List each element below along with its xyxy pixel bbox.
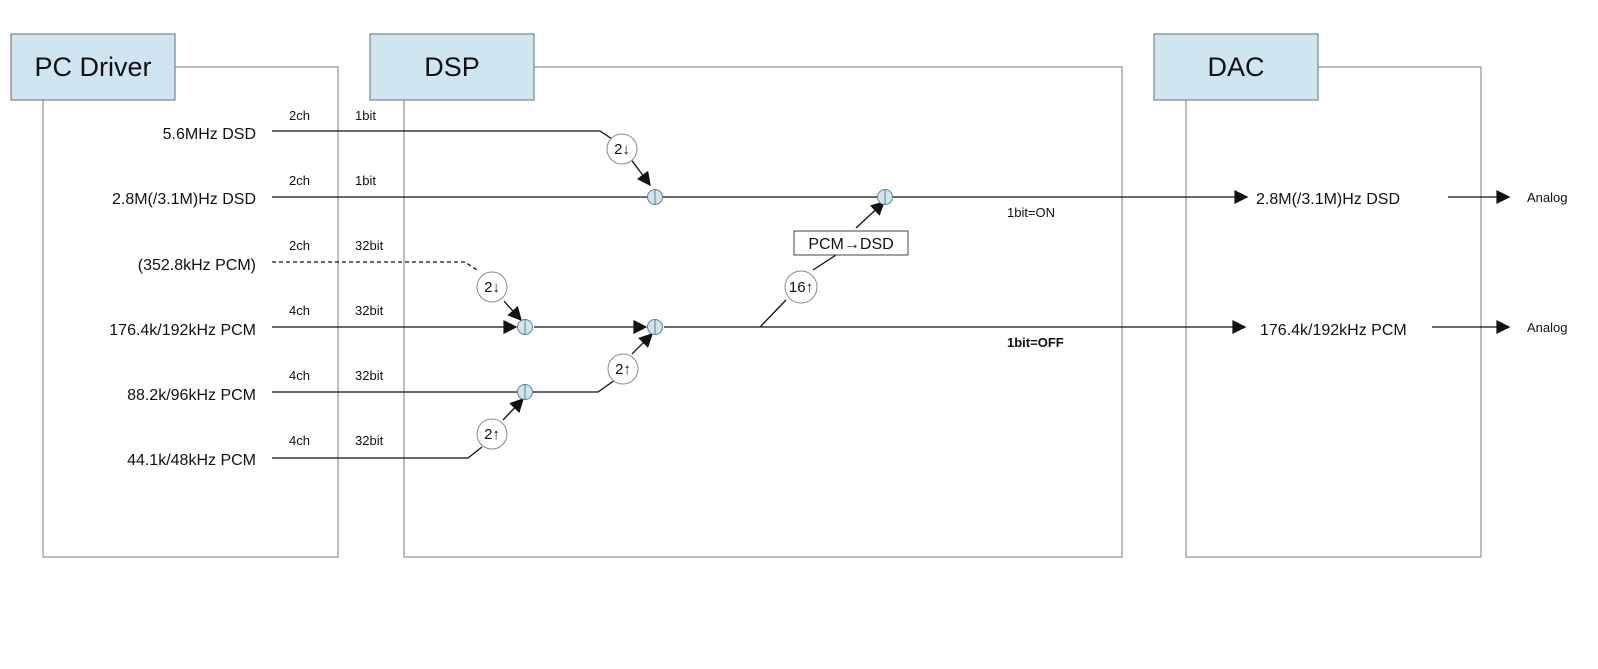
wire-352-8khz-pcm <box>272 261 478 271</box>
bitdepth-label: 32bit <box>355 303 384 318</box>
input-label-2-8mhz-dsd: 2.8M(/3.1M)Hz DSD <box>112 191 256 208</box>
mode-label-1bit-on: 1bit=ON <box>1007 205 1055 220</box>
input-label-352-8khz-pcm: (352.8kHz PCM) <box>138 257 256 274</box>
channels-label: 2ch <box>289 238 310 253</box>
junction-pcm-2 <box>647 319 663 335</box>
bitdepth-label: 1bit <box>355 108 376 123</box>
svg-text:PCM→DSD: PCM→DSD <box>808 236 893 253</box>
downsample-2x-pcm: 2↓ <box>476 271 508 303</box>
channels-label: 4ch <box>289 303 310 318</box>
dac-input-label-dsd: 2.8M(/3.1M)Hz DSD <box>1256 191 1400 208</box>
wire-5-6mhz-dsd <box>272 130 613 140</box>
downsample-2x-dsd: 2↓ <box>606 133 638 165</box>
pc-driver-title: PC Driver <box>34 52 151 82</box>
bitdepth-label: 32bit <box>355 368 384 383</box>
dac-title: DAC <box>1207 52 1264 82</box>
svg-text:2↑: 2↑ <box>484 426 500 443</box>
input-label-88-2khz-pcm: 88.2k/96kHz PCM <box>127 387 256 404</box>
upsample-2x-88k: 2↑ <box>607 353 639 385</box>
bitdepth-label: 1bit <box>355 173 376 188</box>
analog-output-label-dsd: Analog <box>1527 190 1567 205</box>
junction-dsd-1 <box>647 189 663 205</box>
dac-input-label-pcm: 176.4k/192kHz PCM <box>1260 322 1407 339</box>
dsp-block <box>403 66 1123 558</box>
arrow-converter-to-dsd-junction <box>855 201 886 229</box>
wire-88-2khz-pcm <box>272 379 616 393</box>
input-label-44-1khz-pcm: 44.1k/48kHz PCM <box>127 452 256 469</box>
channels-label: 4ch <box>289 433 310 448</box>
bitdepth-label: 32bit <box>355 433 384 448</box>
analog-output-label-pcm: Analog <box>1527 320 1567 335</box>
input-label-5-6mhz-dsd: 5.6MHz DSD <box>163 126 256 143</box>
channels-label: 2ch <box>289 173 310 188</box>
pc-driver-block <box>42 66 339 558</box>
channels-label: 4ch <box>289 368 310 383</box>
mode-label-1bit-off: 1bit=OFF <box>1007 335 1064 350</box>
svg-text:16↑: 16↑ <box>789 279 813 296</box>
bitdepth-label: 32bit <box>355 238 384 253</box>
junction-pcm-3 <box>517 384 533 400</box>
junction-dsd-2 <box>877 189 893 205</box>
arrow-up-44-to-junction <box>502 397 524 421</box>
upsample-16x: 16↑ <box>784 270 818 304</box>
arrow-up-88-to-junction <box>631 333 653 355</box>
wire-pcm-to-16x-upsampler <box>759 299 787 328</box>
svg-text:2↑: 2↑ <box>615 361 631 378</box>
dsp-title: DSP <box>424 52 480 82</box>
wire-44-1khz-pcm <box>272 446 483 459</box>
dac-block <box>1185 66 1482 558</box>
channels-label: 2ch <box>289 108 310 123</box>
wire-16x-to-converter <box>812 254 837 271</box>
dsp-header: DSP <box>369 33 535 101</box>
dac-header: DAC <box>1153 33 1319 101</box>
junction-pcm-1 <box>517 319 533 335</box>
pcm-to-dsd-converter: PCM→DSD <box>793 230 909 256</box>
input-label-176-4khz-pcm: 176.4k/192kHz PCM <box>109 322 256 339</box>
svg-text:2↓: 2↓ <box>614 141 630 158</box>
svg-text:2↓: 2↓ <box>484 279 500 296</box>
arrow-down-dsd-to-junction <box>629 157 651 187</box>
arrow-down-pcm-to-junction <box>503 300 522 322</box>
pc-driver-header: PC Driver <box>10 33 176 101</box>
upsample-2x-44k: 2↑ <box>476 418 508 450</box>
